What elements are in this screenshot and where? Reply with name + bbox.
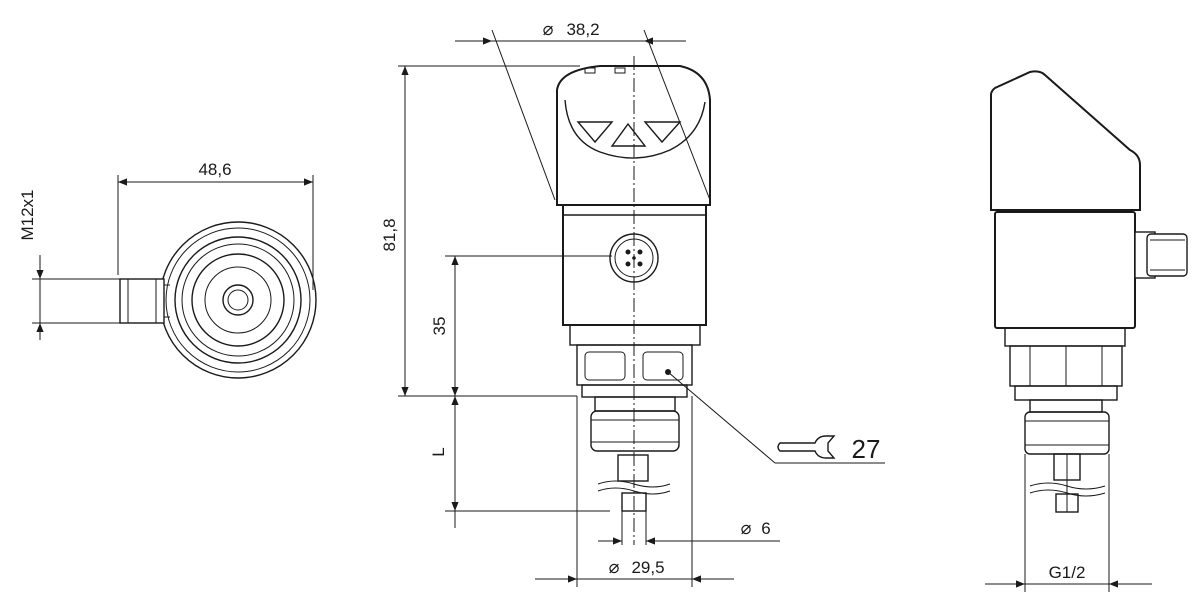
side-view: G1/2 [985,70,1188,592]
dim-m12x1: M12x1 [18,189,37,240]
top-view: 48,6 M12x1 [18,160,317,379]
front-view: ⌀ 38,2 81,8 35 L ⌀ 29,5 ⌀ 6 [380,19,885,587]
dim-38-2: 38,2 [566,20,599,39]
dim-6: 6 [761,519,770,538]
dim-29-5: 29,5 [631,558,664,577]
dia-symbol-38: ⌀ [543,19,554,39]
dim-81-8: 81,8 [380,218,399,251]
dim-g1-2: G1/2 [1049,563,1086,582]
dim-l: L [429,447,448,456]
dim-35: 35 [430,317,449,336]
wrench-icon [777,435,836,459]
dia-symbol-6: ⌀ [741,518,752,538]
dim-48-6: 48,6 [198,160,231,179]
dia-symbol-29: ⌀ [609,557,620,577]
wrench-size-27: 27 [852,434,881,464]
